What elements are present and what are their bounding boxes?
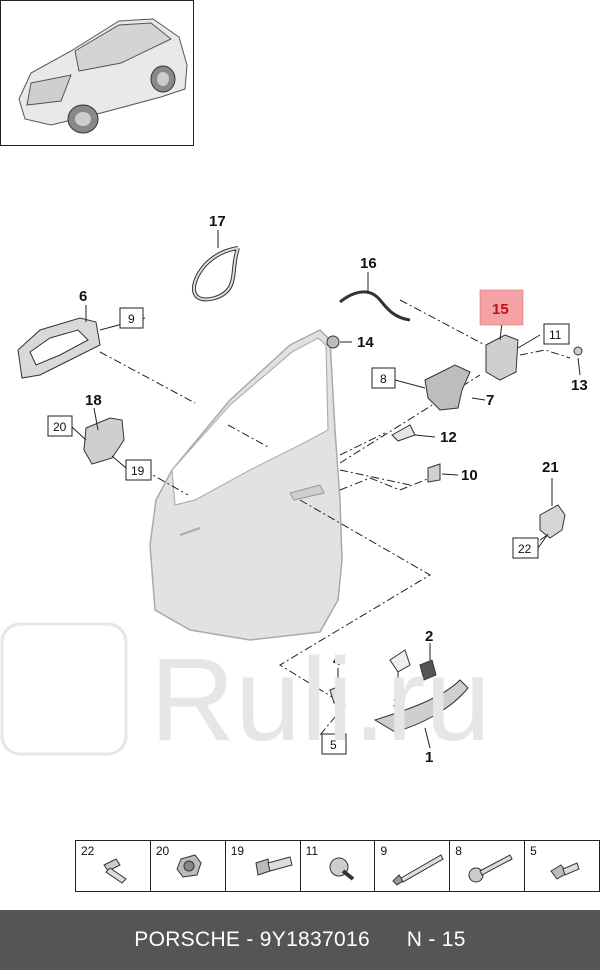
screw-8-icon (468, 854, 513, 883)
striker-21-icon (539, 504, 566, 539)
exploded-parts-diagram: 17 16 6 18 14 7 12 10 13 21 2 4 3 1 15 9… (17, 213, 588, 766)
callout-leaders (71, 230, 581, 749)
boxed-ref-11: 11 (543, 323, 570, 345)
callout-14: 14 (357, 334, 374, 351)
bolt-5-icon (550, 862, 580, 880)
callout-3: 3 (393, 695, 401, 712)
svg-text:19: 19 (131, 464, 145, 478)
footer-bar: PORSCHE - 9Y1837016 N - 15 (0, 910, 600, 970)
footer-brand: PORSCHE (134, 928, 241, 951)
door-lock-15-icon (485, 334, 519, 381)
svg-text:20: 20 (53, 420, 67, 434)
bolt-11-icon (329, 857, 354, 881)
callout-7: 7 (486, 392, 494, 409)
boxed-ref-5: 5 (321, 733, 347, 755)
fastener-number: 5 (530, 844, 537, 858)
callout-15: 15 (492, 301, 509, 318)
fastener-cell: 11 (301, 841, 376, 891)
fastener-number: 19 (230, 844, 245, 858)
handle-group-icon (329, 649, 469, 733)
callout-1: 1 (425, 749, 433, 766)
lock-actuator-icon (83, 417, 125, 465)
svg-text:11: 11 (549, 328, 562, 342)
cover-7-icon (424, 364, 471, 411)
callout-21: 21 (542, 459, 559, 476)
pin-13-icon (573, 346, 583, 356)
boxed-ref-19: 19 (125, 459, 152, 481)
fastener-number: 8 (455, 844, 462, 858)
vehicle-overview-frame (0, 0, 194, 146)
handle-carrier-icon (17, 317, 101, 379)
footer-page: N - 15 (406, 928, 466, 951)
footer-part-number: 9Y1837016 (259, 928, 370, 951)
boxed-ref-20: 20 (47, 415, 73, 437)
boxed-ref-9: 9 (119, 307, 144, 329)
boxed-ref-8: 8 (371, 367, 396, 389)
fastener-cell: 9 (375, 841, 451, 891)
callout-10: 10 (461, 467, 478, 484)
fastener-cell: 5 (525, 841, 599, 891)
callout-12: 12 (440, 429, 457, 446)
cable-16-icon (339, 290, 411, 322)
callout-6: 6 (79, 288, 87, 305)
fastener-cell: 22 (76, 841, 151, 891)
long-bolt-9-icon (392, 854, 445, 886)
footer-separator: - (240, 928, 260, 951)
seal-12-icon (391, 424, 416, 442)
svg-text:8: 8 (380, 372, 387, 386)
callout-16: 16 (360, 255, 377, 272)
highlight-callout-15[interactable]: 15 (479, 289, 524, 326)
bolt-22-icon (103, 858, 127, 884)
callout-13: 13 (571, 377, 588, 394)
fastener-number: 9 (380, 844, 388, 858)
callout-18: 18 (85, 392, 102, 409)
boxed-ref-22: 22 (512, 537, 539, 559)
door-shell (149, 329, 343, 641)
fastener-number: 22 (81, 844, 95, 858)
nut-20-icon (176, 854, 202, 878)
svg-text:9: 9 (128, 312, 135, 326)
fastener-cell: 8 (450, 841, 526, 891)
car-overview-icon (18, 18, 188, 134)
svg-text:5: 5 (330, 738, 337, 752)
svg-text:22: 22 (518, 542, 532, 556)
fastener-cell: 19 (226, 841, 301, 891)
fastener-cell: 20 (151, 841, 226, 891)
clip-10-icon (427, 463, 441, 483)
bolt-19-icon (255, 856, 293, 876)
leader-lines (99, 299, 571, 736)
fastener-table: 22 20 19 11 9 8 5 (75, 840, 600, 892)
callout-17: 17 (209, 213, 226, 230)
fastener-number: 11 (305, 844, 319, 858)
fastener-number: 20 (155, 844, 170, 858)
callout-2: 2 (425, 628, 433, 645)
callout-4: 4 (333, 652, 342, 669)
plug-14-icon (326, 335, 340, 349)
